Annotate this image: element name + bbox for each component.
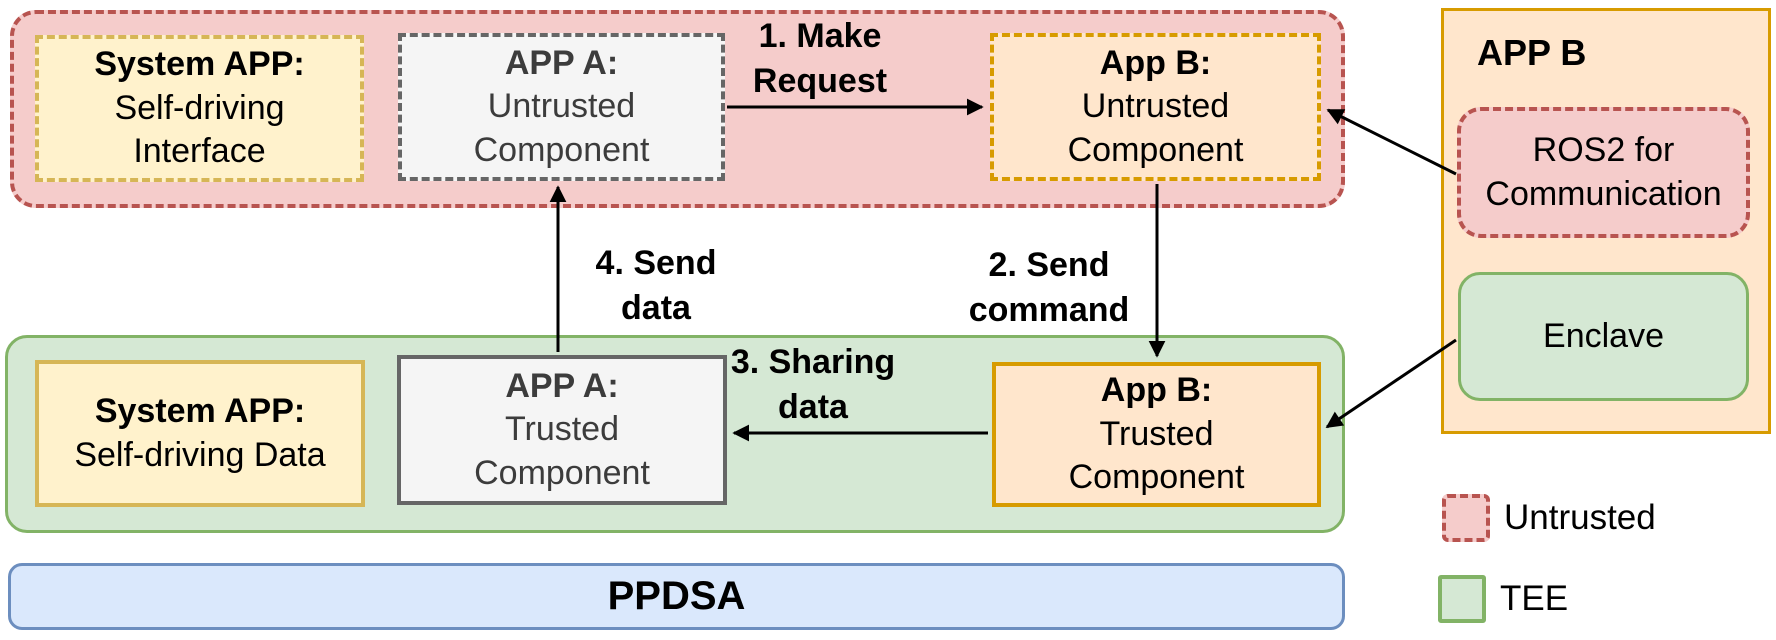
- system-app-data-box: System APP: Self-driving Data: [35, 360, 365, 507]
- enclave-box: Enclave: [1458, 272, 1749, 401]
- app-a-trusted-title: APP A:: [505, 366, 619, 405]
- app-b-trusted-title: App B:: [1100, 371, 1213, 410]
- system-app-interface-box: System APP: Self-driving Interface: [35, 35, 364, 182]
- app-b-untrusted-title: App B:: [1099, 43, 1212, 82]
- ppdsa-bar: PPDSA: [8, 563, 1345, 630]
- ros2-communication-box: ROS2 for Communication: [1457, 107, 1750, 238]
- app-a-trusted-body: Trusted Component: [474, 410, 650, 492]
- flow-label-send-command: 2. Send command: [968, 246, 1130, 329]
- app-b-panel-title: APP B: [1477, 32, 1587, 73]
- ppdsa-label: PPDSA: [607, 574, 746, 618]
- app-a-untrusted-title: APP A:: [504, 43, 619, 82]
- ros2-communication-label: ROS2 for Communication: [1485, 130, 1722, 213]
- app-b-untrusted-box: App B: Untrusted Component: [990, 33, 1321, 181]
- arrow-enclave-to-app-b-trusted: [1325, 338, 1457, 429]
- system-app-interface-body: Self-driving Interface: [114, 88, 285, 171]
- system-app-data-title: System APP:: [94, 391, 306, 430]
- app-b-trusted-box: App B: Trusted Component: [992, 362, 1321, 507]
- app-a-untrusted-body: Untrusted Component: [473, 87, 650, 169]
- legend-untrusted-swatch: [1442, 494, 1490, 542]
- system-app-data-body: Self-driving Data: [74, 435, 326, 474]
- enclave-label: Enclave: [1543, 316, 1664, 355]
- flow-label-send-data: 4. Send data: [595, 244, 717, 327]
- legend-tee-label: TEE: [1500, 579, 1569, 618]
- system-app-interface-title: System APP:: [94, 45, 305, 84]
- flow-label-make-request: 1. Make Request: [752, 17, 888, 100]
- app-b-trusted-body: Trusted Component: [1068, 414, 1245, 497]
- app-a-untrusted-box: APP A: Untrusted Component: [398, 33, 725, 181]
- app-a-trusted-box: APP A: Trusted Component: [397, 355, 727, 505]
- legend-tee-swatch: [1438, 575, 1486, 623]
- arrow-ros2-to-app-b-untrusted: [1326, 108, 1457, 176]
- legend-untrusted-label: Untrusted: [1504, 498, 1656, 537]
- flow-label-sharing-data: 3. Sharing data: [730, 343, 896, 426]
- app-b-untrusted-body: Untrusted Component: [1067, 87, 1244, 169]
